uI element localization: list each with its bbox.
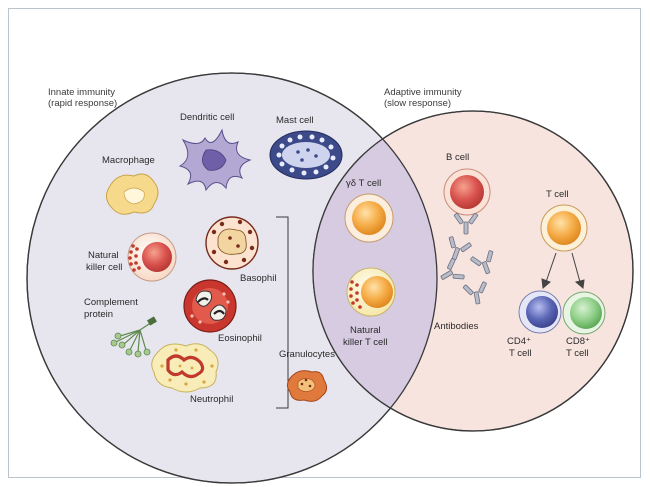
cd8-label-line2: T cell [566,348,589,359]
neutrophil-icon [151,343,219,393]
nkt-cell-label-line1: Natural [350,325,381,336]
cd4-t-cell-icon [518,290,562,334]
cd8-label-line1: CD8⁺ [566,336,590,347]
eosinophil-icon [183,279,237,333]
natural-killer-t-cell-icon [346,267,396,317]
neutrophil-label: Neutrophil [190,394,233,405]
dendritic-cell-label: Dendritic cell [180,112,234,123]
overlap-region [313,111,437,431]
innate-subtitle: (rapid response) [48,98,117,109]
antibodies-label: Antibodies [434,321,479,332]
figure-frame [8,8,641,478]
b-cell-label: B cell [446,152,469,163]
adaptive-title: Adaptive immunity [384,87,462,98]
innate-title: Innate immunity [48,87,115,98]
natural-killer-cell-icon [127,232,177,282]
dendritic-cell-icon [178,128,252,192]
eosinophil-label: Eosinophil [218,333,262,344]
t-cell-label: T cell [546,189,569,200]
t-cell-icon [540,204,588,252]
differentiation-arrows [541,252,585,289]
cd8-t-cell-icon [562,291,606,335]
complement-label-line1: Complement [84,297,138,308]
antibodies-icon [440,212,494,305]
gd-t-cell-label: γδ T cell [346,178,381,189]
granulocyte-icon [286,370,328,402]
b-cell-icon [443,168,491,216]
complement-label-line2: protein [84,309,113,320]
complement-protein-icon [110,316,157,358]
mast-cell-label: Mast cell [276,115,313,126]
nk-cell-label-line2: killer cell [86,262,122,273]
gamma-delta-t-cell-icon [344,193,394,243]
cd4-label-line1: CD4⁺ [507,336,531,347]
granulocytes-bracket [276,216,289,409]
basophil-label: Basophil [240,273,276,284]
granulocytes-label: Granulocytes [279,349,335,360]
cd4-label-line2: T cell [509,348,532,359]
macrophage-icon [106,173,159,215]
nkt-cell-label-line2: killer T cell [343,337,388,348]
adaptive-subtitle: (slow response) [384,98,451,109]
macrophage-label: Macrophage [102,155,155,166]
basophil-icon [205,216,259,270]
nk-cell-label-line1: Natural [88,250,119,261]
mast-cell-icon [269,130,343,180]
